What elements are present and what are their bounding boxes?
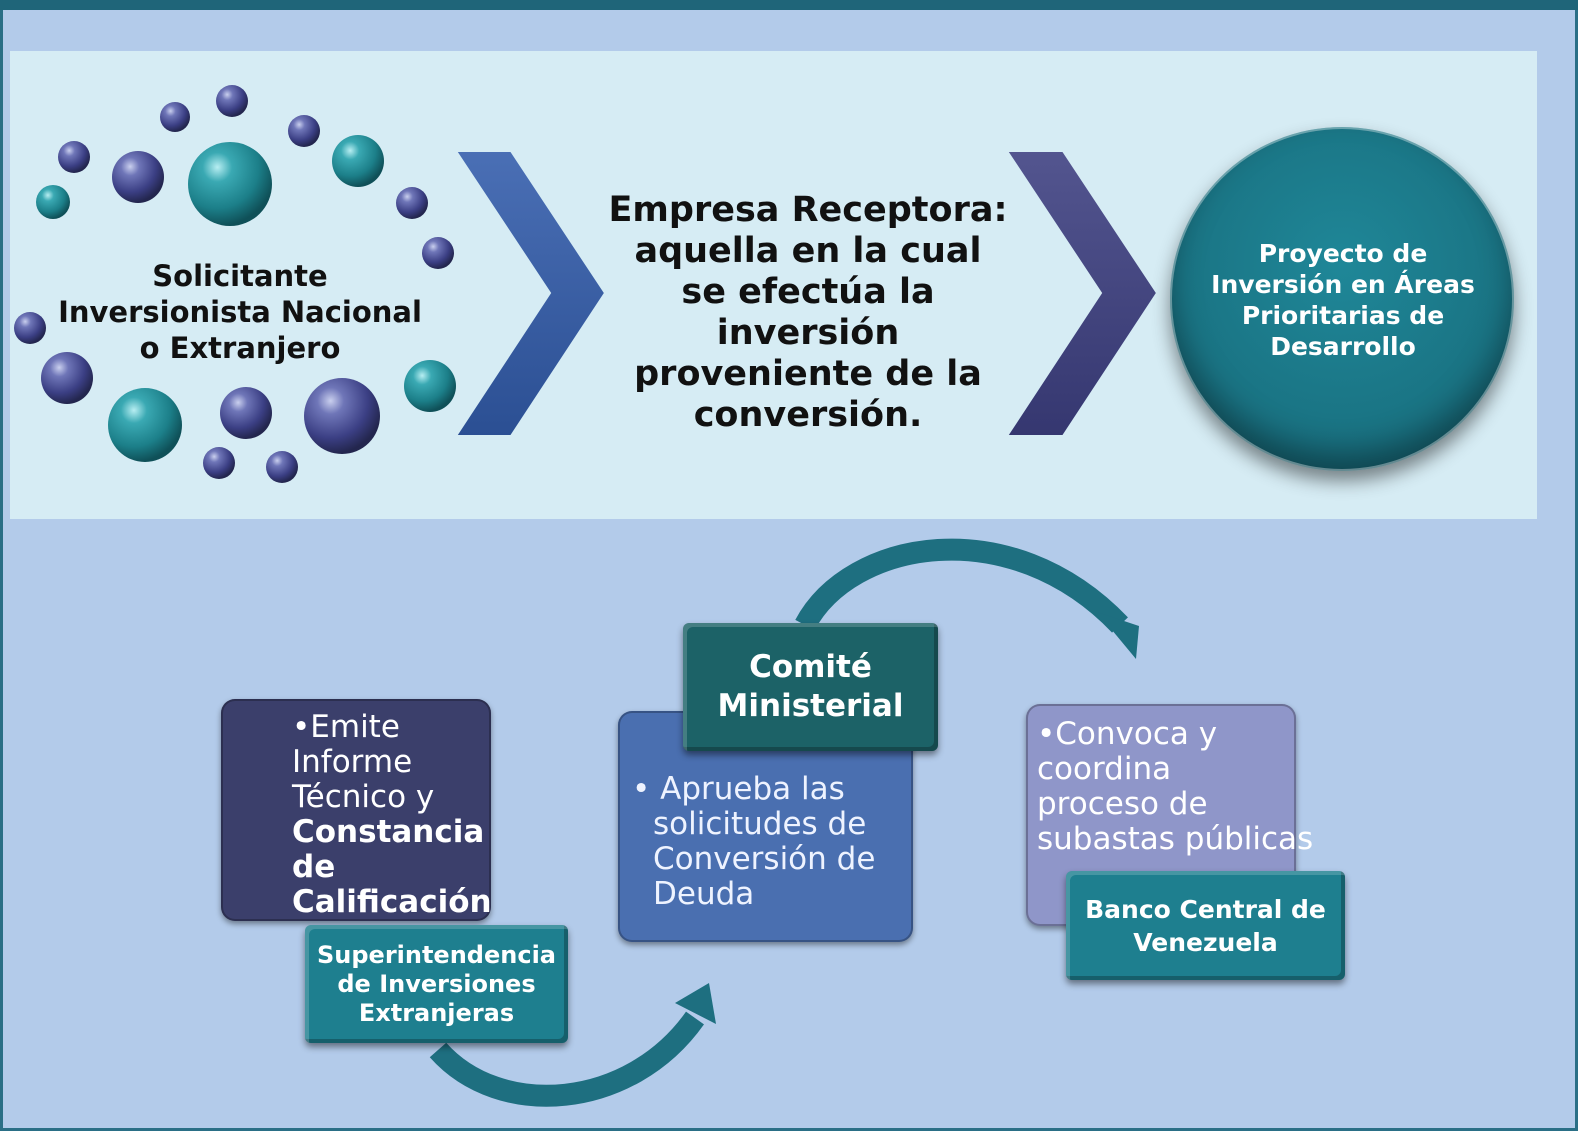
bubble-icon: [422, 237, 454, 269]
solicitante-label: Solicitante Inversionista Nacional o Ext…: [58, 259, 422, 365]
top-strip: [0, 0, 1578, 10]
bubble-icon: [112, 151, 164, 203]
comite-entity-label: Comité Ministerial: [683, 623, 938, 751]
empresa-receptora-label: Empresa Receptora: aquella en la cual se…: [608, 190, 1008, 435]
bubble-icon: [404, 360, 456, 412]
bubble-icon: [36, 185, 70, 219]
bullet-line: coordina: [1037, 751, 1172, 787]
bullet-line: Informe: [292, 744, 413, 780]
bubble-icon: [288, 115, 320, 147]
bold-line: Calificación: [292, 884, 492, 920]
bullet-line: proceso de: [1037, 786, 1208, 822]
bubble-icon: [203, 447, 235, 479]
bubble-icon: [188, 142, 272, 226]
bullet-line: Deuda: [653, 876, 755, 912]
bubble-icon: [160, 102, 190, 132]
proyecto-label: Proyecto de Inversión en Áreas Prioritar…: [1211, 239, 1475, 361]
bubble-icon: [220, 387, 272, 439]
bold-line: Constancia: [292, 814, 485, 850]
bubble-icon: [108, 388, 182, 462]
banco-entity-label: Banco Central de Venezuela: [1066, 871, 1345, 980]
bubble-icon: [396, 187, 428, 219]
chevron-right-icon: [454, 150, 607, 437]
superintendencia-box: [221, 699, 491, 921]
bullet-line: • Aprueba las: [632, 771, 845, 807]
bubble-icon: [332, 135, 384, 187]
arrowhead-icon: [675, 983, 716, 1024]
bubble-icon: [304, 378, 380, 454]
superintendencia-entity-label: Superintendencia de Inversiones Extranje…: [305, 925, 568, 1043]
chevron-right-icon: [1005, 150, 1159, 437]
proyecto-circle: [1170, 127, 1514, 471]
bullet-line: solicitudes de: [653, 806, 867, 842]
arrowhead-icon: [1097, 612, 1139, 659]
banco-description: •Convoca y coordina proceso de subastas …: [1037, 716, 1314, 857]
bubble-icon: [266, 451, 298, 483]
bullet-line: Técnico y: [292, 779, 435, 815]
bubble-icon: [14, 312, 46, 344]
superintendencia-description: •Emite Informe Técnico y Constancia de C…: [292, 709, 492, 920]
bubble-icon: [41, 352, 93, 404]
bold-line: de: [292, 849, 336, 885]
curved-arrow-icon: [429, 1011, 704, 1107]
bubble-icon: [58, 141, 90, 173]
comite-description: • Aprueba las solicitudes de Conversión …: [632, 772, 902, 912]
bullet-line: Conversión de: [653, 841, 876, 877]
bubble-icon: [216, 85, 248, 117]
curved-arrow-icon: [795, 538, 1128, 633]
bullet-line: •Convoca y: [1037, 716, 1218, 752]
bullet-line: •Emite: [292, 709, 400, 745]
bullet-line: subastas públicas: [1037, 821, 1314, 857]
